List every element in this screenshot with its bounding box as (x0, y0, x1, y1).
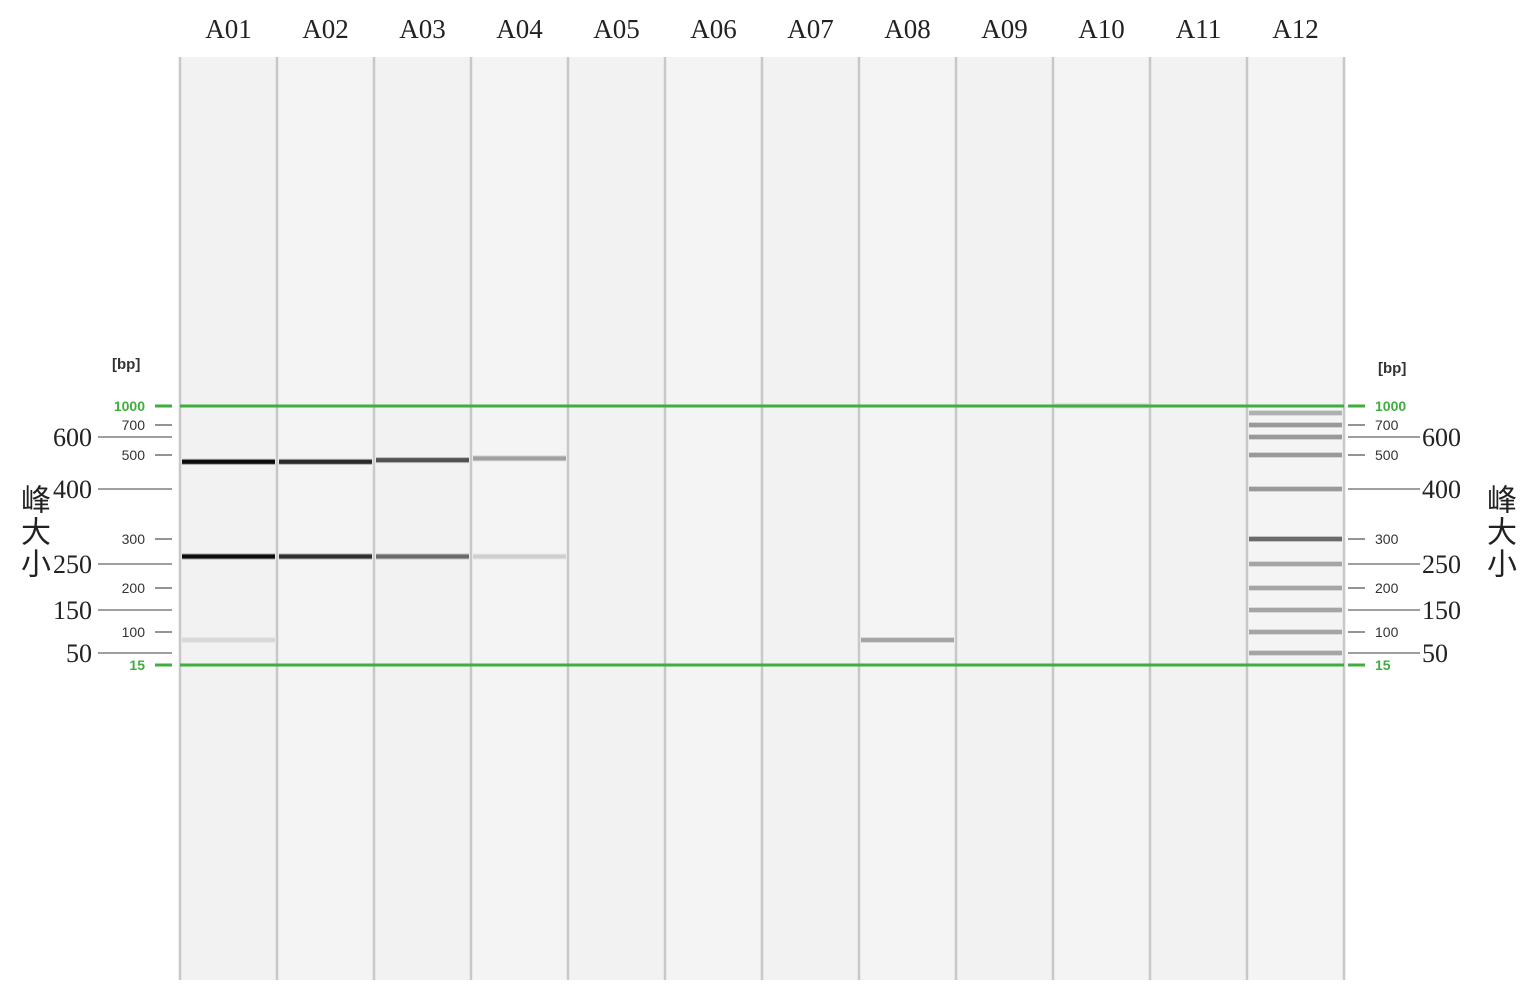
axis-label-left: 250 (53, 550, 92, 579)
axis-label-right: 600 (1422, 423, 1461, 452)
marker-label-right: 1000 (1375, 398, 1406, 414)
band-a12-400 (1249, 487, 1342, 491)
band-a08-75 (861, 638, 954, 642)
bp-unit-right: [bp] (1378, 360, 1407, 377)
lane-label-a05: A05 (593, 14, 640, 44)
ladder-label-left: 200 (122, 580, 146, 596)
lane-label-a11: A11 (1175, 14, 1222, 44)
lane-label-a09: A09 (981, 14, 1028, 44)
y-axis-label-left: 峰大小 (15, 484, 50, 580)
ladder-label-right: 200 (1375, 580, 1399, 596)
band-a12-50 (1249, 651, 1342, 655)
lane-label-a04: A04 (496, 14, 543, 44)
axis-label-left: 400 (53, 475, 92, 504)
lane-a11 (1151, 57, 1246, 980)
lane-a05 (569, 57, 664, 980)
lane-label-a12: A12 (1272, 14, 1319, 44)
lane-a07 (763, 57, 858, 980)
band-a01-75 (182, 638, 275, 642)
axis-label-left: 150 (53, 596, 92, 625)
marker-label-left: 15 (129, 657, 145, 673)
ladder-label-left: 100 (122, 624, 146, 640)
ladder-label-left: 300 (122, 531, 146, 547)
lane-label-a08: A08 (884, 14, 931, 44)
lane-label-a03: A03 (399, 14, 446, 44)
ladder-label-left: 500 (122, 447, 146, 463)
ladder-label-right: 700 (1375, 417, 1399, 433)
band-a12-700 (1249, 423, 1342, 427)
band-a12-300 (1249, 537, 1342, 541)
axis-label-left: 600 (53, 423, 92, 452)
lane-label-a02: A02 (302, 14, 349, 44)
ladder-label-right: 100 (1375, 624, 1399, 640)
band-a04-265 (473, 554, 566, 559)
band-a12-200 (1249, 586, 1342, 590)
band-a12-500 (1249, 453, 1342, 457)
band-a01-265 (182, 554, 275, 559)
band-a12-100 (1249, 630, 1342, 634)
lane-a10 (1054, 57, 1149, 980)
ladder-label-right: 500 (1375, 447, 1399, 463)
lane-label-a10: A10 (1078, 14, 1125, 44)
lane-a02 (278, 57, 373, 980)
axis-label-left: 50 (66, 639, 92, 668)
lane-a09 (957, 57, 1052, 980)
lane-a12 (1248, 57, 1343, 980)
band-a02-480 (279, 459, 372, 464)
band-a12-600 (1249, 435, 1342, 439)
band-a01-480 (182, 459, 275, 464)
lane-label-a07: A07 (787, 14, 834, 44)
marker-label-left: 1000 (114, 398, 145, 414)
y-axis-label-right: 峰大小 (1481, 484, 1516, 580)
lane-a06 (666, 57, 761, 980)
band-a04-490 (473, 456, 566, 461)
band-a03-265 (376, 554, 469, 559)
lane-label-a01: A01 (205, 14, 252, 44)
lane-a08 (860, 57, 955, 980)
axis-label-right: 50 (1422, 639, 1448, 668)
ladder-label-left: 700 (122, 417, 146, 433)
bp-unit-left: [bp] (112, 356, 141, 373)
band-a12-250 (1249, 562, 1342, 566)
axis-label-right: 250 (1422, 550, 1461, 579)
ladder-label-right: 300 (1375, 531, 1399, 547)
lane-a01 (181, 57, 276, 980)
band-a12-850 (1249, 411, 1342, 415)
band-a02-265 (279, 554, 372, 559)
band-a12-150 (1249, 608, 1342, 612)
axis-label-right: 400 (1422, 475, 1461, 504)
lane-a03 (375, 57, 470, 980)
axis-label-right: 150 (1422, 596, 1461, 625)
lane-a04 (472, 57, 567, 980)
band-a03-485 (376, 458, 469, 463)
lane-label-a06: A06 (690, 14, 737, 44)
marker-label-right: 15 (1375, 657, 1391, 673)
